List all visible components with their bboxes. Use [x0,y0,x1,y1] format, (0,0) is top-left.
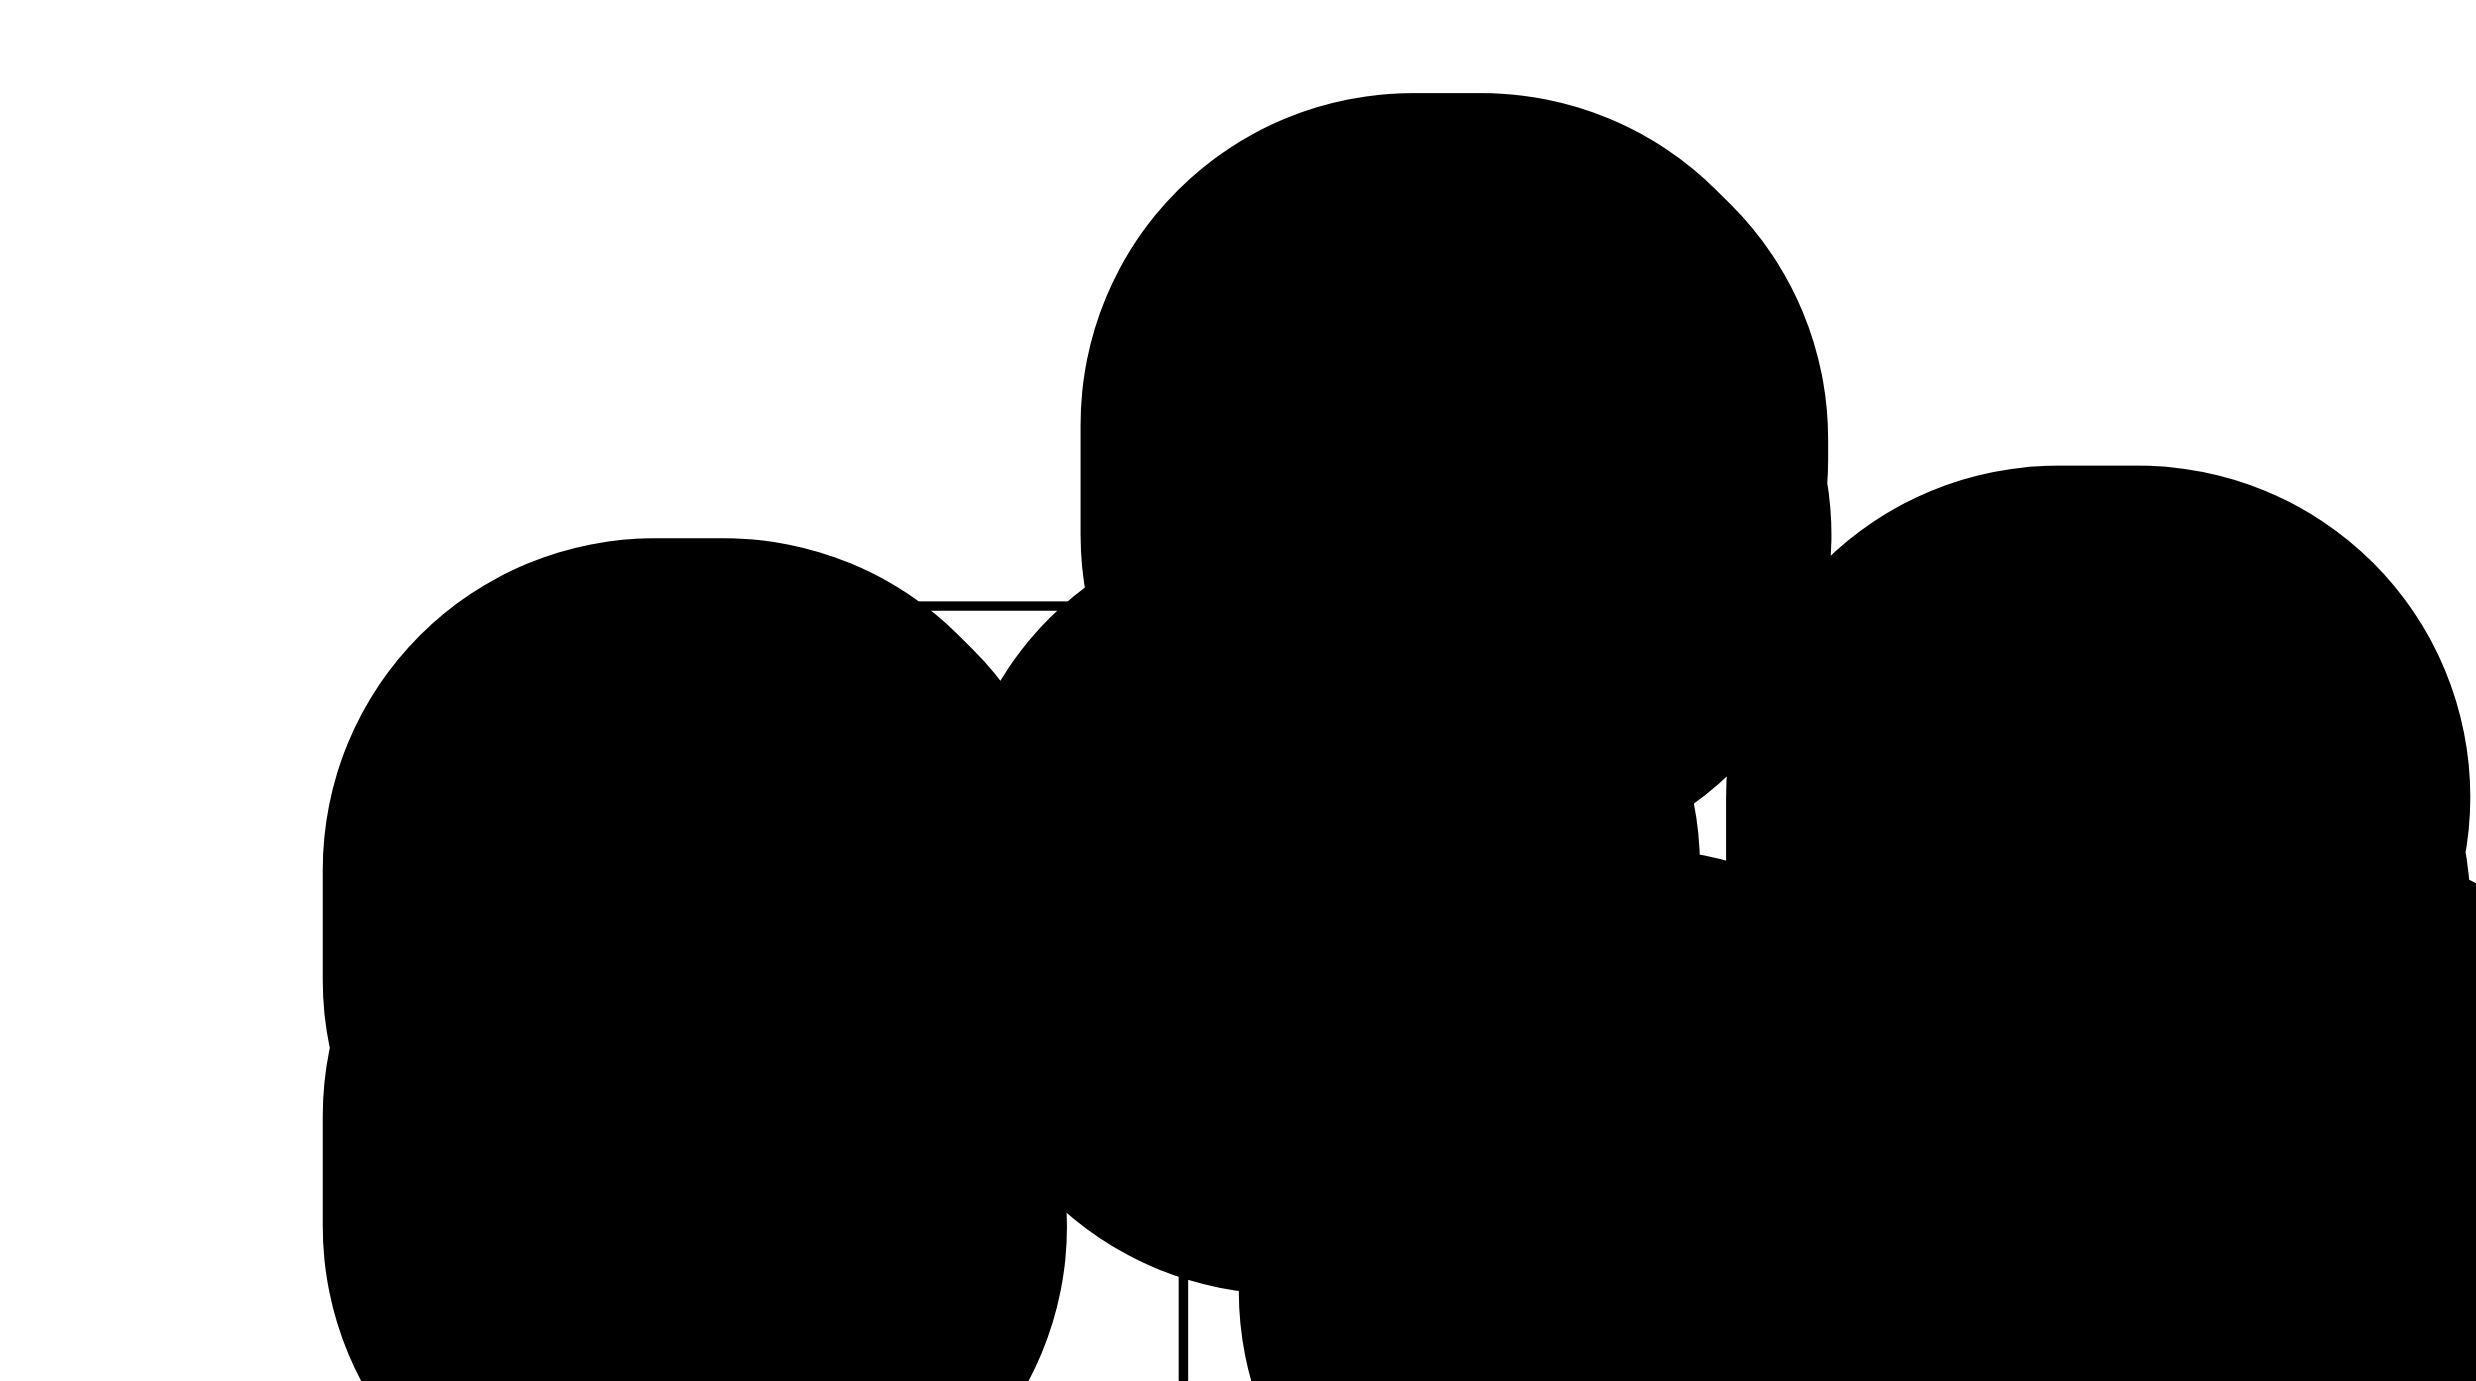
label-r5-index [2227,1114,2476,1381]
label-e2-index [2035,737,2323,1036]
label-r2-index [1389,364,1677,663]
label-e1-index [632,1055,908,1355]
label-r4-index [1548,1120,1836,1381]
component-labels [322,93,2476,1381]
